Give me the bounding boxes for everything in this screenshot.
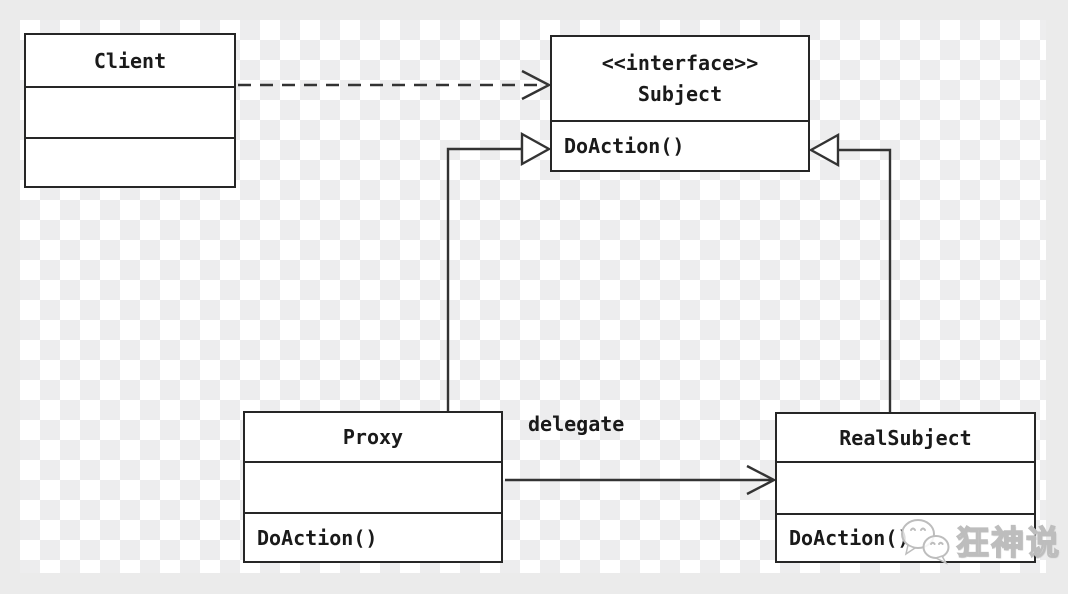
client-class-name: Client — [93, 48, 167, 73]
proxy-realsubject-delegate-arrow — [505, 464, 777, 496]
realsubject-class-name: RealSubject — [839, 425, 972, 450]
realsubject-class-box: RealSubject DoAction() — [775, 412, 1036, 563]
proxy-class-box: Proxy DoAction() — [243, 411, 503, 563]
realsubject-method-doaction: DoAction() — [777, 513, 1034, 561]
proxy-method-doaction: DoAction() — [245, 512, 501, 561]
subject-class-name: Subject — [637, 81, 723, 106]
subject-header: <<interface>> Subject — [552, 37, 808, 120]
subject-interface-box: <<interface>> Subject DoAction() — [550, 35, 810, 172]
subject-method-doaction: DoAction() — [552, 120, 808, 170]
watermark-text: 狂神说 — [955, 522, 1061, 562]
proxy-class-name: Proxy — [342, 425, 404, 449]
client-class-box: Client — [24, 33, 236, 188]
client-methods-compartment — [26, 137, 234, 186]
realsubject-attributes-compartment — [777, 461, 1034, 513]
realsubject-subject-realization-arrow — [808, 132, 892, 412]
wechat-icon — [901, 519, 950, 565]
watermark: 狂神说 — [898, 514, 1061, 566]
delegate-edge-label: delegate — [528, 412, 625, 436]
client-attributes-compartment — [26, 86, 234, 137]
proxy-attributes-compartment — [245, 461, 501, 512]
client-subject-dependency-arrow — [238, 69, 552, 101]
subject-stereotype: <<interface>> — [601, 50, 759, 75]
proxy-subject-realization-arrow — [446, 131, 552, 411]
